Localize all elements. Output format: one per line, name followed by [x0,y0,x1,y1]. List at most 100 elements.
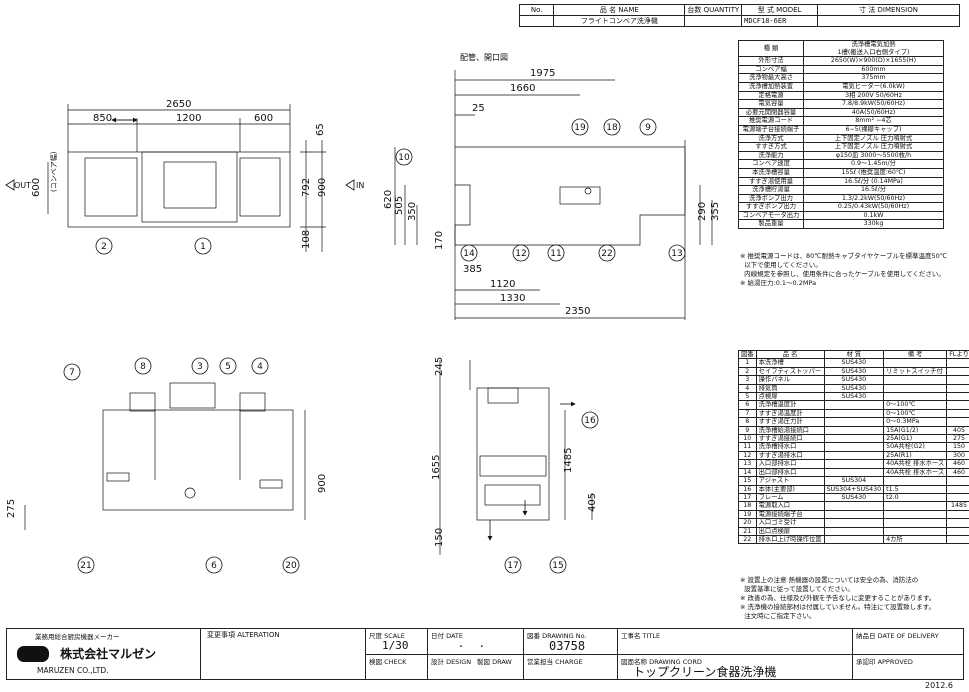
parts-note: ※ 改善の為、仕様及び外観を予告なしに変更することがあります。 [740,594,936,602]
parts-cell: 洗浄槽排水口 [755,442,825,452]
conveyor-note: (コンベア幅) [49,151,58,192]
design-label: 設計 DESIGN [431,658,472,666]
callout-number: 8 [140,362,146,372]
callout-bubble-6: 6 [205,556,223,574]
dim-600b: 600 [31,178,42,197]
dim-600: 600 [254,113,273,124]
charge-label: 営業担当 CHARGE [527,658,583,666]
spec-value: 330kg [803,219,944,230]
parts-cell: セイフティストッパー [755,366,825,377]
parts-note: 設置基準に従って設置してください。 [740,585,854,593]
callout-bubble-10: 10 [395,148,413,166]
dim-1485: 1485 [563,448,574,473]
date-value: ・ ・ [457,642,486,651]
company-logo: 株式会社マルゼン [17,643,187,663]
date-stamp: 2012.6 [925,681,953,690]
parts-cell: 275 [946,434,969,444]
dim-355: 355 [710,202,721,221]
cord-label: 図面名称 DRAWING CORD [621,658,702,666]
callout-number: 3 [197,362,203,372]
parts-cell: 460 [946,467,969,478]
parts-cell: 入口部排水口 [755,459,825,469]
dim-2650: 2650 [166,99,191,110]
parts-cell: 460 [946,459,969,469]
draw-label: 製図 DRAW [477,658,512,666]
callout-number: 17 [507,561,518,571]
callout-bubble-9: 9 [639,118,657,136]
dim-620: 620 [383,190,394,209]
spec-note: 以下で使用してください。 [740,261,822,269]
callout-bubble-21: 21 [77,556,95,574]
header-table: No. 品 名 NAME 台数 QUANTITY 型 式 MODEL 寸 法 D… [518,4,960,27]
dim-65: 65 [315,123,326,136]
callout-bubble-8: 8 [134,357,152,375]
parts-cell: 405 [946,425,969,436]
parts-cell: 0〜100℃ [883,400,948,410]
check-label: 検図 CHECK [369,658,407,666]
alteration-label: 変更事項 ALTERATION [207,631,280,639]
callout-number: 2 [101,242,107,252]
parts-cell: 入口ゴミ受け [755,518,825,528]
company-en: MARUZEN CO.,LTD. [37,666,109,675]
dim-1330: 1330 [500,293,525,304]
callout-bubble-14: 14 [460,244,478,262]
parts-cell: 1485 [946,501,969,511]
callout-number: 21 [80,561,91,571]
parts-cell: 洗浄槽温度計 [755,400,825,410]
callout-number: 6 [211,561,217,571]
parts-note: ※ 洗浄機の接続部材は付属していません。特注にて設置致します。 [740,603,935,611]
spec-head-label: 種 類 [738,39,804,58]
parts-head-cell: 備 考 [883,349,948,360]
callout-bubble-2: 2 [95,237,113,255]
callout-number: 19 [574,123,586,133]
parts-note: ※ 設置上の注意 熱機器の設置については安全の為、消防法の [740,576,919,584]
parts-cell: 4カ所 [883,534,948,545]
parts-cell: すすぎ湯排水口 [755,450,825,461]
header-name-value: フライトコンベア洗浄機 [553,15,686,27]
scale-label: 尺度 SCALE [369,632,405,640]
callout-bubble-22: 22 [598,244,616,262]
callout-number: 1 [200,242,206,252]
parts-cell: 15A(G1/2) [883,425,948,436]
callout-number: 10 [398,153,410,163]
callout-bubble-7: 7 [63,363,81,381]
callout-number: 12 [515,249,526,259]
dim-405: 405 [587,493,598,512]
parts-head-cell: FLより [946,349,969,360]
callout-number: 20 [285,561,297,571]
spec-head-value: 洗浄槽電気加熱 1槽(搬送入口右側タイプ) [803,39,944,58]
parts-cell: 電源接続端子台 [755,509,825,520]
callout-bubble-12: 12 [512,244,530,262]
dim-1200: 1200 [176,113,201,124]
spec-note: 内線規定を参照し、使用条件に合ったケーブルを使用してください。 [740,270,945,278]
dim-108: 108 [301,230,312,249]
parts-cell: 洗浄槽給湯接続口 [755,425,825,436]
out-label: OUT [14,181,31,190]
callout-bubble-13: 13 [668,244,686,262]
parts-cell: リミットスイッチ付 [883,366,948,377]
callout-bubble-1: 1 [194,237,212,255]
work-name-label: 工事名 TITLE [621,632,661,640]
callout-bubble-20: 20 [282,556,300,574]
callout-number: 16 [584,416,596,426]
callout-number: 5 [225,362,231,372]
spec-note: ※ 推奨電源コードは、80℃耐熱キャブタイヤケーブルを標準温度50℃ [740,252,948,260]
parts-cell: 0〜0.3MPa [883,417,948,427]
parts-cell: 0〜100℃ [883,408,948,419]
parts-cell: 出口部排水口 [755,467,825,478]
dim-350: 350 [407,202,418,221]
dim-385: 385 [463,264,482,275]
scale-value: 1/30 [382,639,409,652]
callout-bubble-19: 19 [571,118,589,136]
dim-275: 275 [6,499,17,518]
